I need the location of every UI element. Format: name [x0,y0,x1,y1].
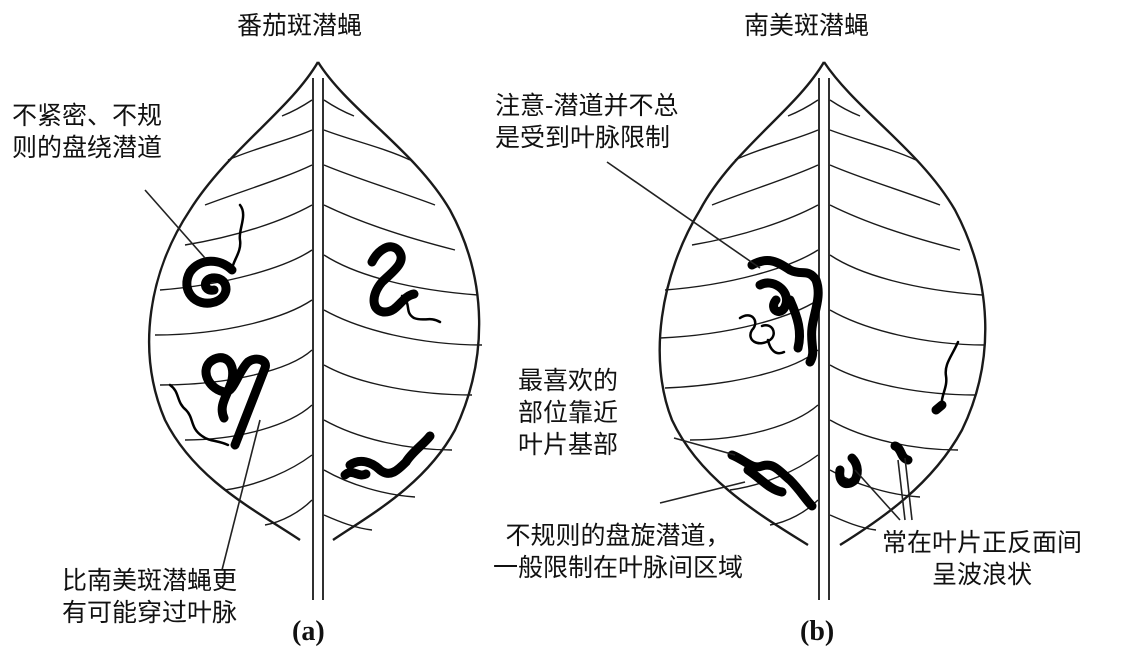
right-leaf-outline [660,62,986,545]
note-not-limited: 注意-潜道并不总 是受到叶脉限制 [495,90,678,154]
note-line: 有可能穿过叶脉 [62,597,237,629]
right-leaf-mines [732,261,958,506]
note-line: 最喜欢的 [518,365,618,397]
note-line: 不规则的盘旋潜道， [493,520,743,552]
left-title: 番茄斑潜蝇 [237,10,362,42]
note-line: 部位靠近 [518,397,618,429]
left-leaf-mines [170,205,440,475]
note-line: 不紧密、不规 [12,100,162,132]
right-midrib [819,78,829,600]
note-base: 最喜欢的 部位靠近 叶片基部 [518,365,618,461]
panel-label-a: (a) [292,616,325,648]
left-leaf-veins [155,100,482,530]
left-leaf [145,62,482,600]
note-line: 注意-潜道并不总 [495,90,678,122]
right-title: 南美斑潜蝇 [744,10,869,42]
note-line: 一般限制在叶脉间区域 [493,552,743,584]
left-leaders [145,190,260,570]
note-line: 则的盘绕潜道 [12,132,162,164]
note-line: 常在叶片正反面间 [882,527,1082,559]
note-irregular: 不规则的盘旋潜道， 一般限制在叶脉间区域 [493,520,743,584]
panel-label-b: (b) [800,616,834,648]
note-loose-mine: 不紧密、不规 则的盘绕潜道 [12,100,162,164]
note-line: 呈波浪状 [882,559,1082,591]
left-midrib [313,78,323,600]
note-wavy: 常在叶片正反面间 呈波浪状 [882,527,1082,591]
note-line: 叶片基部 [518,429,618,461]
note-crosses-veins: 比南美斑潜蝇更 有可能穿过叶脉 [62,565,237,629]
note-line: 比南美斑潜蝇更 [62,565,237,597]
note-line: 是受到叶脉限制 [495,122,678,154]
